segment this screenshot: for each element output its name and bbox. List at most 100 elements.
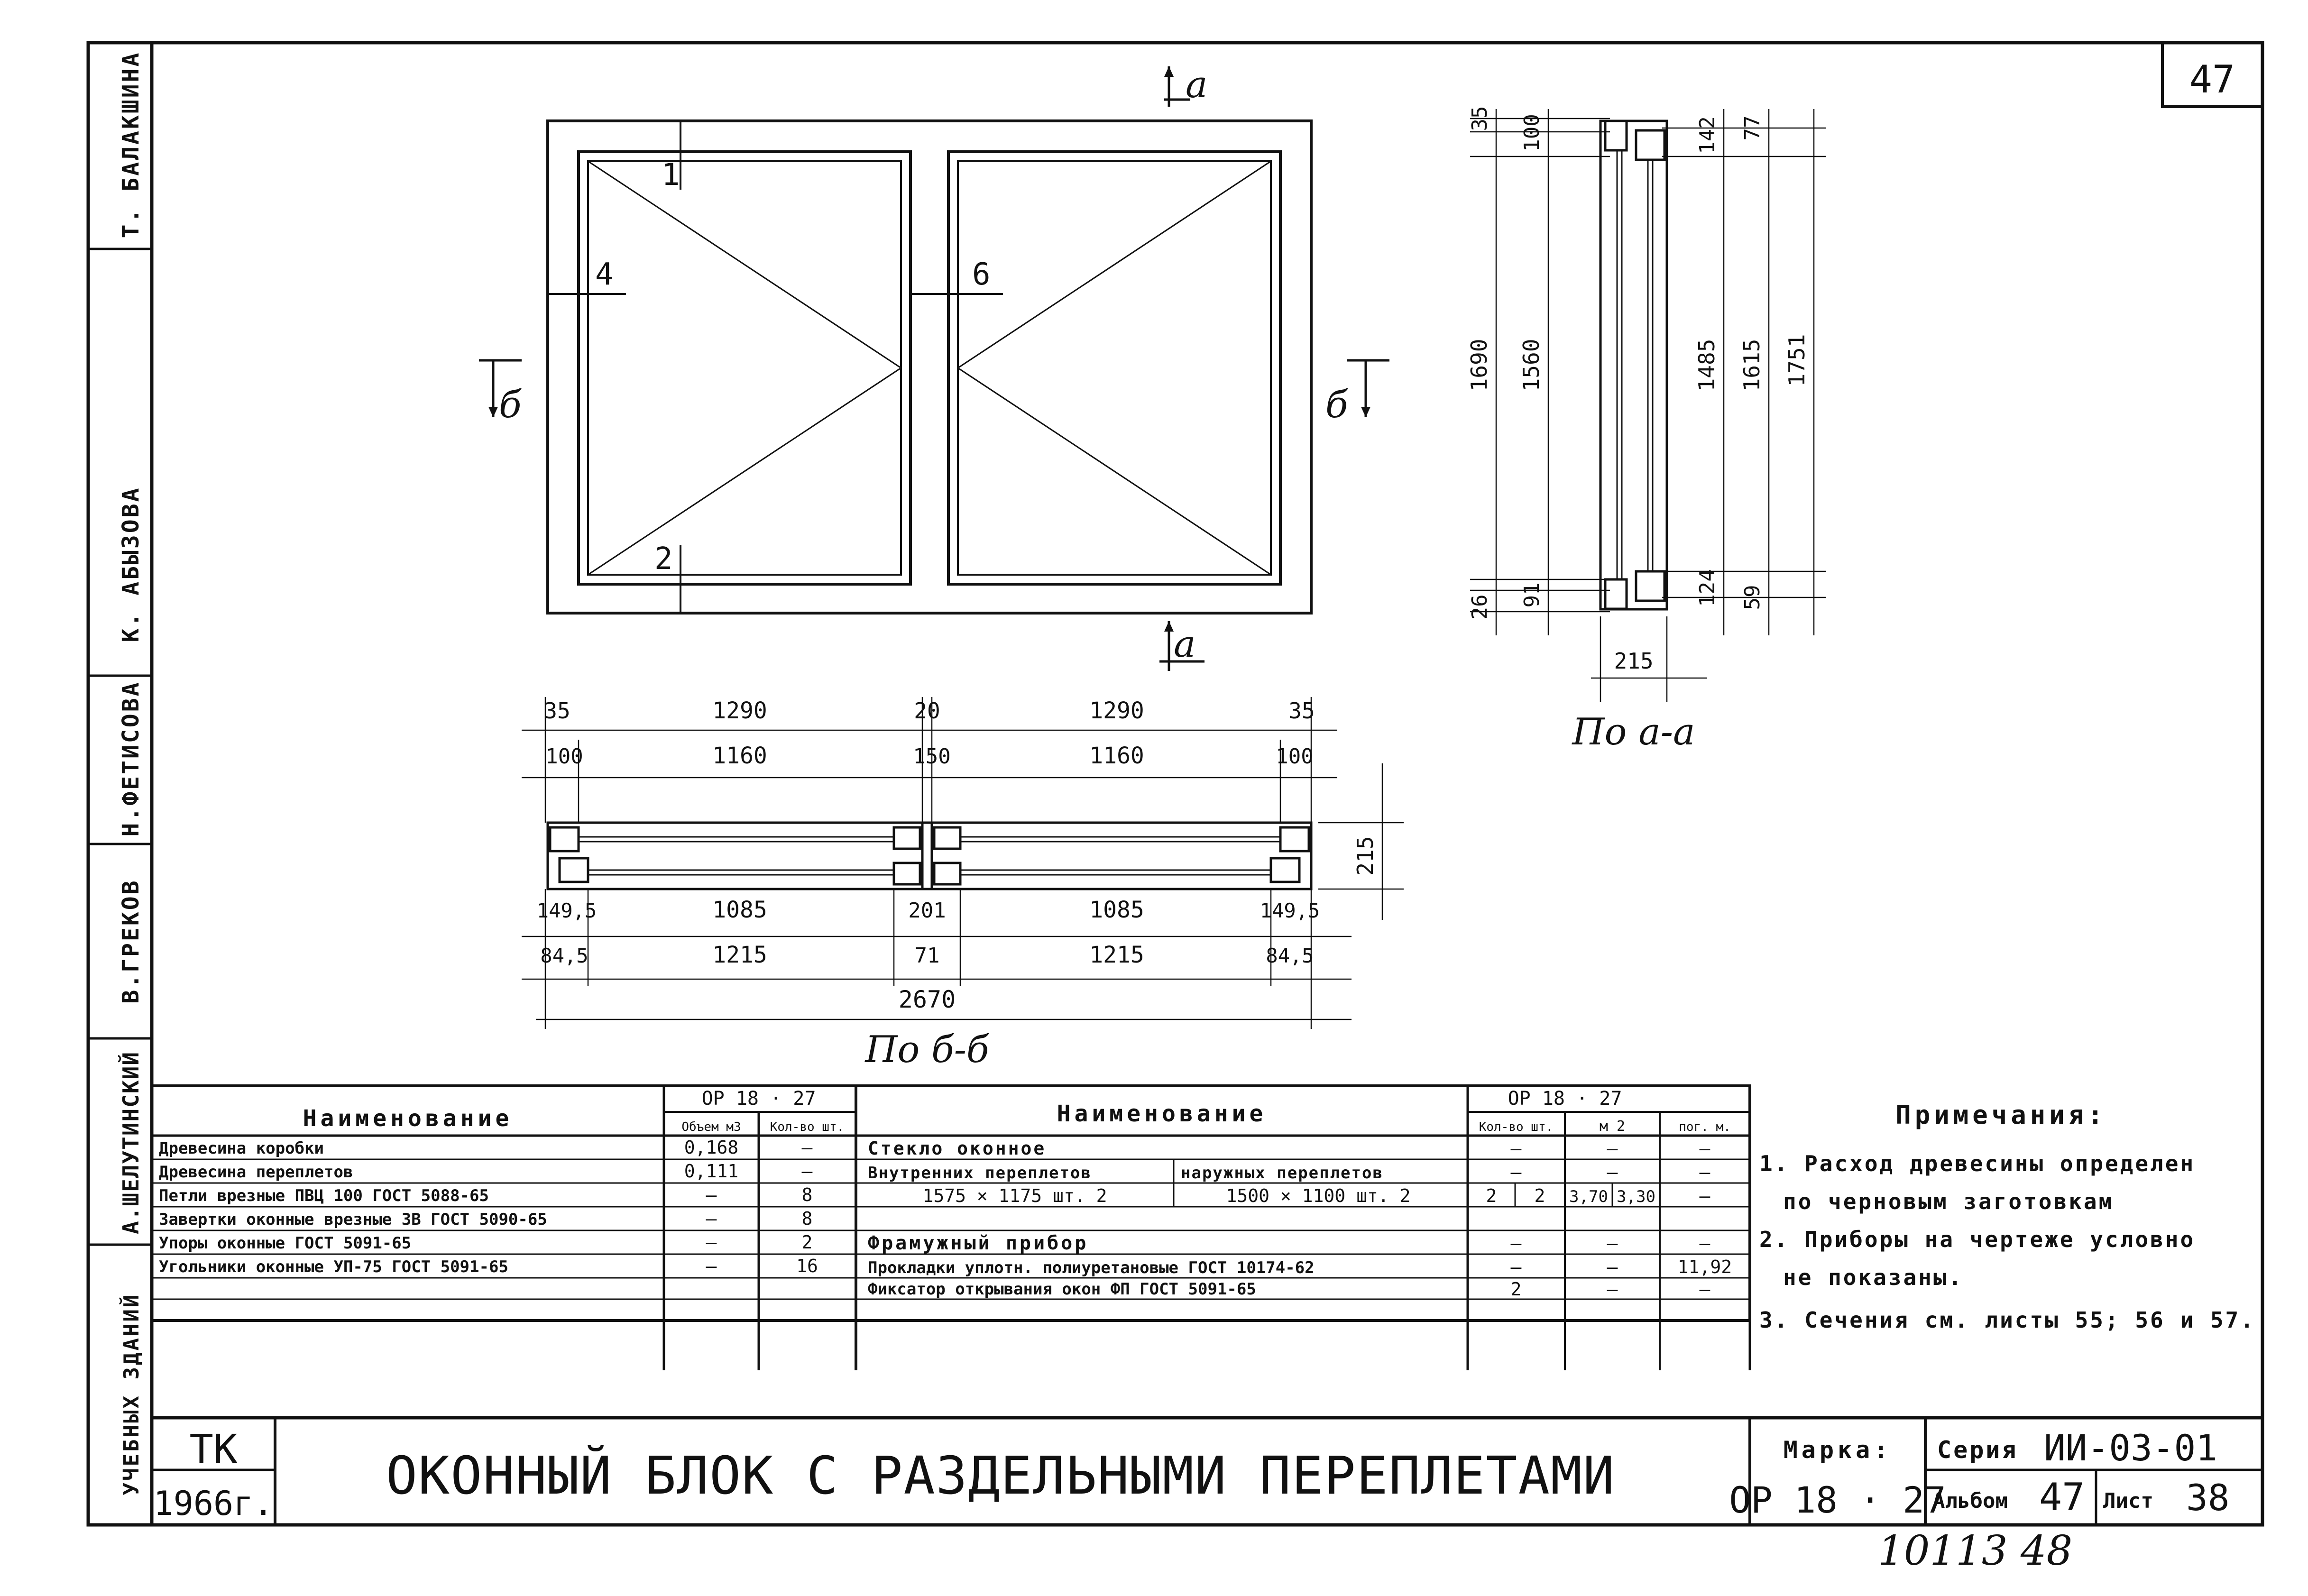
notes-line-5: 3. Сечения см. листы 55; 56 и 57.: [1759, 1307, 2255, 1333]
bb-row3-1: 1085: [712, 897, 767, 923]
left-table-col-qty: Кол-во шт.: [770, 1120, 845, 1134]
left-row-qty: 16: [796, 1256, 818, 1276]
spec-table-right: [855, 1084, 1751, 1370]
right-table-col-qty: Кол-во шт.: [1479, 1120, 1554, 1134]
tb-mark-label: Марка:: [1784, 1436, 1892, 1464]
left-table-header-name: Наименование: [303, 1105, 513, 1132]
aa-dim-59: 59: [1740, 585, 1765, 610]
side-stamp-4: В.ГРЕКОВ: [118, 879, 144, 1003]
left-row-vol: —: [706, 1232, 717, 1253]
rt-gasket: Прокладки уплотн. полиуретановые ГОСТ 10…: [868, 1258, 1315, 1277]
dash-cell: —: [1700, 1138, 1710, 1159]
left-table-col-vol: Объем м3: [681, 1120, 741, 1134]
bb-row3-4: 149,5: [1260, 899, 1320, 922]
tb-album-label: Альбом: [1932, 1489, 2008, 1513]
dash-cell: —: [1511, 1138, 1522, 1159]
rt-fixator: Фиксатор открывания окон ФП ГОСТ 5091-65: [868, 1280, 1256, 1299]
aa-dim-1485: 1485: [1694, 339, 1720, 392]
spec-table-left: [150, 1084, 857, 1370]
left-table-header-group: ОР 18 · 27: [702, 1088, 816, 1110]
bb-row2-3: 1160: [1089, 743, 1144, 769]
sheet-number: 47: [2189, 57, 2235, 101]
aa-dim-91: 91: [1520, 583, 1544, 608]
tb-title: ОКОННЫЙ БЛОК С РАЗДЕЛЬНЫМИ ПЕРЕПЛЕТАМИ: [386, 1445, 1616, 1506]
tb-album-value: 47: [2039, 1475, 2085, 1519]
right-table-dashes: ——————————————: [1511, 1138, 1710, 1300]
left-row-name: Древесина коробки: [159, 1139, 324, 1158]
tb-year: 1966г.: [154, 1484, 274, 1523]
cut-label-b-right: б: [1325, 384, 1348, 426]
notes-line-4: не показаны.: [1783, 1265, 1963, 1290]
marker-2: 2: [654, 541, 673, 577]
dash-cell: —: [1700, 1279, 1710, 1300]
notes-line-2: по черновым заготовкам: [1783, 1189, 2114, 1214]
bb-row3-2: 201: [908, 899, 946, 923]
bb-depth: 215: [1352, 836, 1378, 875]
aa-dim-124: 124: [1695, 569, 1720, 606]
bb-row4-3: 1215: [1089, 942, 1144, 968]
aa-dim-142: 142: [1695, 116, 1720, 154]
dash-cell: —: [1700, 1162, 1710, 1183]
aa-dim-26: 26: [1468, 595, 1492, 620]
marker-1: 1: [662, 157, 680, 193]
bb-row3-0: 149,5: [537, 899, 597, 922]
archive-number: 10113 48: [1878, 1527, 2072, 1575]
bb-row1-2: 20: [914, 698, 940, 724]
aa-dim-1615: 1615: [1739, 339, 1765, 392]
tb-org: ТК: [189, 1426, 238, 1472]
dash-cell: —: [1511, 1162, 1522, 1183]
notes-title: Примечания:: [1895, 1100, 2107, 1130]
aa-dim-1690: 1690: [1466, 339, 1492, 392]
rt-outer-qty: 2: [1535, 1185, 1545, 1206]
dash-cell: —: [1607, 1279, 1618, 1300]
side-stamp-5: А.ШЕЛУТИНСКИЙ: [118, 1051, 144, 1234]
bb-row4-4: 84,5: [1266, 944, 1314, 967]
rt-inner-m2: 3,70: [1569, 1187, 1608, 1206]
bb-total: 2670: [899, 986, 956, 1013]
section-aa: [1470, 109, 1826, 702]
left-row-vol: 0,111: [684, 1161, 738, 1182]
rt-outer-m2: 3,30: [1617, 1187, 1655, 1206]
bb-row1-4: 35: [1288, 698, 1315, 724]
dash-cell: —: [1511, 1233, 1522, 1254]
aa-dim-77: 77: [1740, 116, 1765, 141]
side-stamp-6: УЧЕБНЫХ ЗДАНИЙ: [119, 1293, 144, 1495]
left-row-vol: —: [706, 1256, 717, 1276]
bb-row3-3: 1085: [1089, 897, 1144, 923]
dash-cell: —: [1607, 1233, 1618, 1254]
right-table-header-name: Наименование: [1057, 1101, 1267, 1127]
left-row-qty: 8: [802, 1208, 813, 1229]
bb-row2-0: 100: [545, 744, 583, 769]
marker-6: 6: [972, 257, 991, 292]
left-row-vol: —: [706, 1208, 717, 1229]
cut-label-a-bottom: а: [1174, 623, 1196, 666]
aa-dim-35: 35: [1468, 106, 1492, 131]
bb-row4-1: 1215: [712, 942, 767, 968]
side-stamp-1: Т. БАЛАКШИНА: [118, 51, 144, 238]
bb-row4-2: 71: [915, 944, 940, 968]
rt-gasket-pm: 11,92: [1678, 1257, 1732, 1277]
left-row-name: Петли врезные ПВЦ 100 ГОСТ 5088-65: [159, 1186, 489, 1205]
side-stamp-3: Н.ФЕТИСОВА: [118, 681, 144, 837]
tb-mark-value: ОР 18 · 27: [1729, 1479, 1946, 1521]
aa-dim-100: 100: [1520, 114, 1544, 151]
bb-row1-1: 1290: [712, 697, 767, 724]
left-row-qty: 8: [802, 1184, 813, 1205]
aa-dim-1560: 1560: [1518, 339, 1544, 392]
left-row-vol: 0,168: [684, 1137, 738, 1158]
sheet-frame: [86, 41, 2264, 1527]
bb-row1-0: 35: [544, 698, 570, 724]
bb-row2-4: 100: [1276, 744, 1313, 769]
tb-series-value: ИИ-03-01: [2044, 1427, 2217, 1469]
bb-row2-2: 150: [913, 744, 950, 769]
left-row-qty: —: [802, 1137, 813, 1158]
rt-outer-size: 1500 × 1100 шт. 2: [1226, 1185, 1411, 1206]
marker-4: 4: [595, 257, 614, 292]
rt-inner-qty: 2: [1486, 1185, 1497, 1206]
left-row-name: Древесина переплетов: [159, 1163, 353, 1182]
cut-label-b-left: б: [499, 384, 522, 426]
aa-dim-1751: 1751: [1784, 334, 1810, 387]
window-elevation: [479, 66, 1389, 671]
bb-row1-3: 1290: [1089, 697, 1144, 724]
